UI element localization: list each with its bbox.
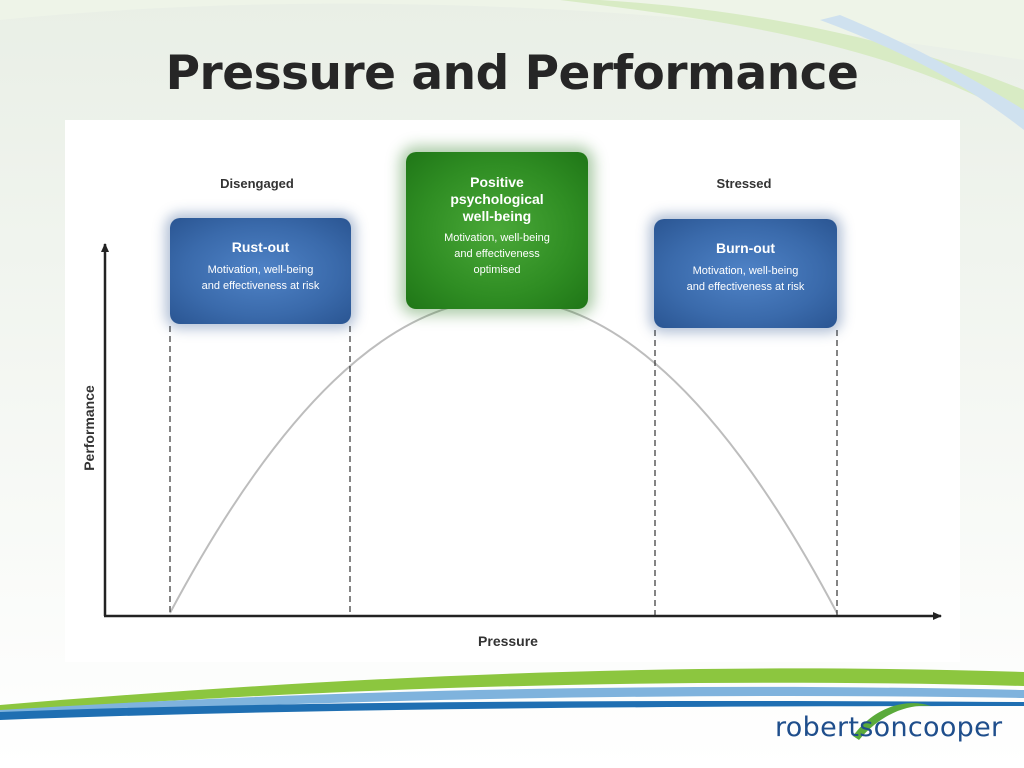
x-axis-label: Pressure: [478, 633, 538, 649]
burn-out-text-1: Motivation, well-being: [692, 265, 799, 277]
performance-curve: [169, 298, 838, 614]
rust-out-text-2: and effectiveness at risk: [201, 280, 320, 292]
robertsoncooper-logo: robertsoncooper: [775, 703, 1015, 752]
zone-label-stressed: Stressed: [716, 176, 772, 191]
bottom-swoosh-lightblue: [0, 686, 1024, 716]
bottom-swoosh-blue: [0, 701, 1024, 720]
pressure-performance-diagram: Performance Pressure Disengaged Stressed…: [65, 120, 960, 662]
positive-title-1: Positive: [470, 174, 524, 190]
logo-swoosh-icon: [853, 703, 931, 740]
positive-title-3: well-being: [462, 208, 532, 224]
positive-title-2: psychological: [450, 191, 544, 207]
slide-title: Pressure and Performance: [165, 46, 859, 101]
positive-text-3: optimised: [473, 264, 521, 276]
burn-out-title: Burn-out: [715, 240, 776, 256]
rust-out-box: Rust-out Motivation, well-being and effe…: [170, 218, 351, 324]
positive-wellbeing-box: Positive psychological well-being Motiva…: [406, 152, 588, 309]
positive-text-2: and effectiveness: [454, 248, 540, 260]
burn-out-box: Burn-out Motivation, well-being and effe…: [654, 219, 837, 328]
rust-out-text-1: Motivation, well-being: [207, 264, 314, 276]
y-axis-label: Performance: [81, 385, 97, 471]
zone-label-disengaged: Disengaged: [220, 176, 294, 191]
logo-text: robertsoncooper: [775, 712, 1003, 743]
burn-out-text-2: and effectiveness at risk: [686, 281, 805, 293]
top-swoosh-blue: [820, 15, 1024, 130]
positive-text-1: Motivation, well-being: [444, 232, 550, 244]
rust-out-title: Rust-out: [231, 239, 290, 255]
bottom-swoosh-green: [0, 668, 1024, 712]
top-swoosh-light: [0, 0, 1024, 60]
